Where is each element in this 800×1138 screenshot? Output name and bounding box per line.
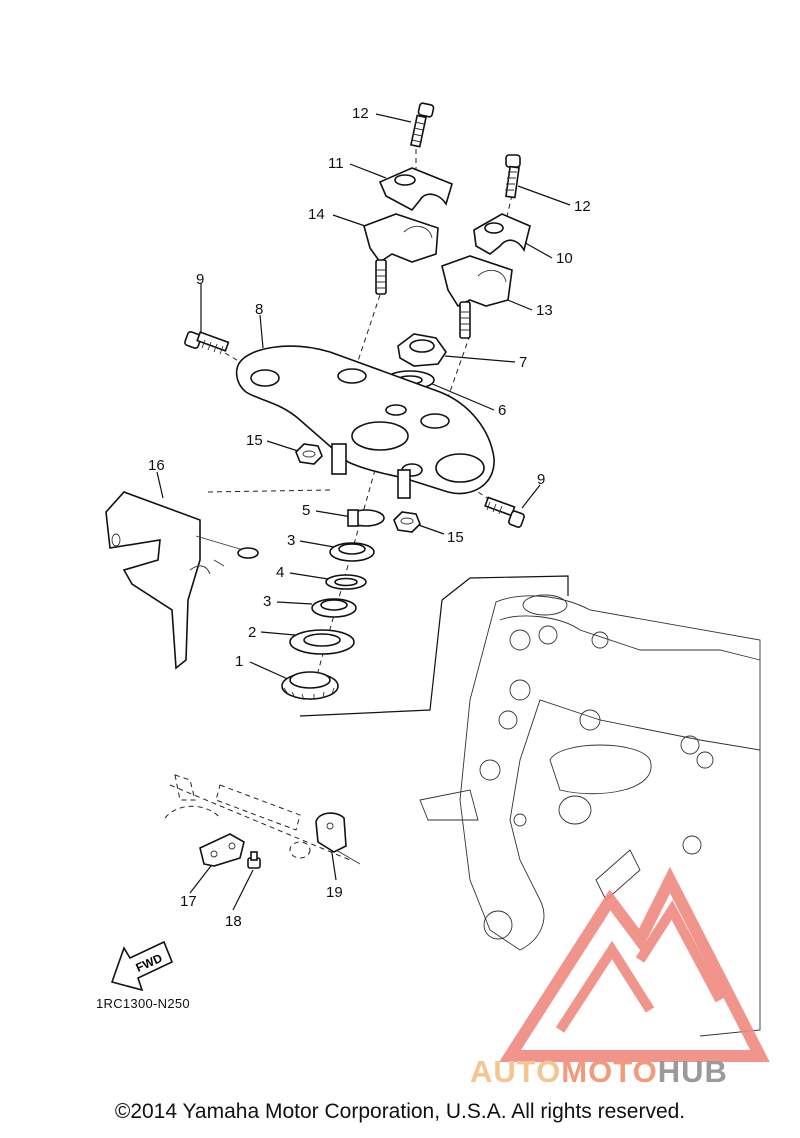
callout-5: 5 xyxy=(302,502,310,519)
ring-nut-3-lower xyxy=(311,598,357,618)
callout-6: 6 xyxy=(498,402,506,419)
washer-4 xyxy=(325,574,367,590)
callout-2: 2 xyxy=(248,624,256,641)
callout-15: 15 xyxy=(246,432,263,449)
callout-12: 12 xyxy=(574,198,591,215)
upper-bracket-8 xyxy=(235,345,495,499)
copyright-notice: ©2014 Yamaha Motor Corporation, U.S.A. A… xyxy=(114,1100,686,1123)
watermark-wordmark: AUTOMOTOHUB xyxy=(470,1054,728,1090)
callout-13: 13 xyxy=(536,302,553,319)
callout-18: 18 xyxy=(225,913,242,930)
frame-section xyxy=(299,575,761,1037)
steering-nut-7 xyxy=(397,333,447,367)
fwd-arrow-icon: FWD xyxy=(110,940,174,992)
bearing-1 xyxy=(281,671,339,701)
nut-15-right xyxy=(393,511,421,533)
callout-16: 16 xyxy=(148,457,165,474)
callout-7: 7 xyxy=(519,354,527,371)
callout-1: 1 xyxy=(235,653,243,670)
callout-3: 3 xyxy=(263,593,271,610)
nut-15-left xyxy=(295,443,323,465)
callout-9: 9 xyxy=(196,271,204,288)
callout-labels: 12 11 12 14 10 9 13 8 7 6 15 16 9 5 15 3… xyxy=(148,105,591,930)
lower-subassembly xyxy=(164,774,311,859)
callout-12: 12 xyxy=(352,105,369,122)
assembly-axes xyxy=(169,140,513,861)
callout-8: 8 xyxy=(255,301,263,318)
diagram-code: 1RC1300-N250 xyxy=(96,996,190,1011)
callout-3: 3 xyxy=(287,532,295,549)
watermark-part-auto: AUTO xyxy=(470,1054,562,1089)
screw-18 xyxy=(247,851,261,869)
callout-9: 9 xyxy=(537,471,545,488)
watermark-part-hub: HUB xyxy=(657,1054,728,1089)
callout-19: 19 xyxy=(326,884,343,901)
handlebar-cap-10 xyxy=(473,213,531,255)
bracket-16 xyxy=(105,491,259,670)
bolt-9-right xyxy=(484,496,525,528)
bearing-race-2 xyxy=(289,629,355,655)
sensor-plate-19 xyxy=(315,812,361,865)
callout-15: 15 xyxy=(447,529,464,546)
callout-17: 17 xyxy=(180,893,197,910)
handlebar-holder-14 xyxy=(363,213,439,295)
watermark-part-moto: MOTO xyxy=(561,1054,658,1089)
handlebar-holder-13 xyxy=(441,255,513,339)
callout-10: 10 xyxy=(556,250,573,267)
bolt-12-upper xyxy=(410,102,435,148)
bolt-12-right xyxy=(505,154,521,199)
watermark-logo-icon xyxy=(499,866,770,1062)
callout-4: 4 xyxy=(276,564,284,581)
ring-nut-3-upper xyxy=(329,542,375,562)
collar-5 xyxy=(347,509,385,527)
plate-17 xyxy=(199,833,245,867)
bolt-9-left xyxy=(184,331,230,355)
callout-14: 14 xyxy=(308,206,325,223)
callout-11: 11 xyxy=(328,155,344,172)
handlebar-cap-11 xyxy=(378,167,453,212)
